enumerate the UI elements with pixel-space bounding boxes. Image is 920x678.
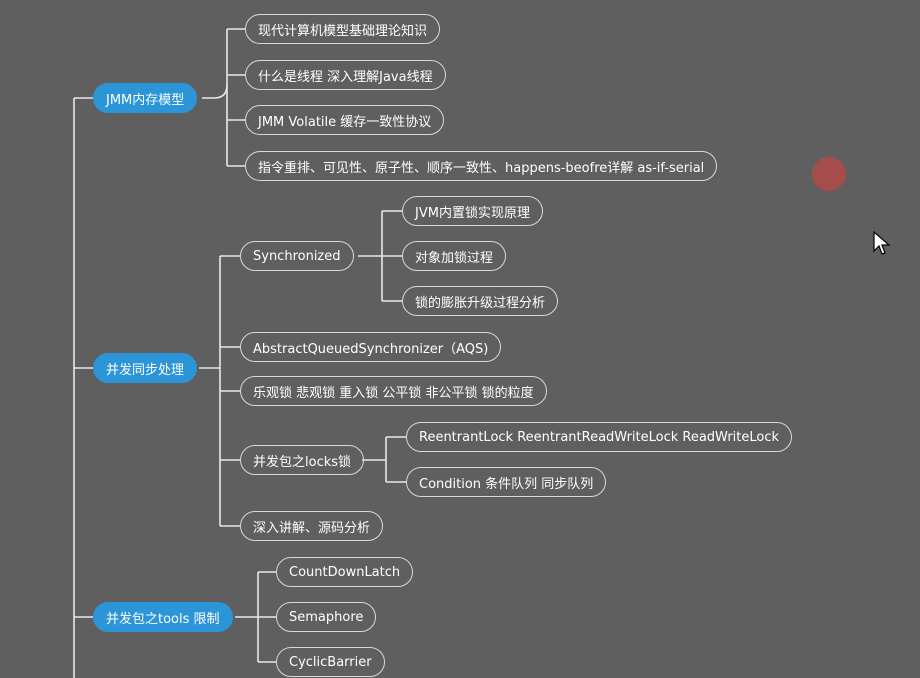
branch-label: JMM内存模型	[106, 92, 185, 108]
leaf-node[interactable]: Condition 条件队列 同步队列	[406, 467, 607, 497]
branch-node-sync[interactable]: 并发同步处理	[93, 353, 198, 383]
leaf-label: 乐观锁 悲观锁 重入锁 公平锁 非公平锁 锁的粒度	[253, 385, 534, 401]
connector-b1-trunk	[199, 256, 221, 526]
leaf-label: ReentrantLock ReentrantReadWriteLock Rea…	[419, 429, 780, 445]
leaf-label: Condition 条件队列 同步队列	[419, 476, 594, 492]
leaf-node[interactable]: 对象加锁过程	[402, 241, 507, 271]
sub-node-synchronized[interactable]: Synchronized	[240, 241, 354, 271]
leaf-node[interactable]: CyclicBarrier	[276, 647, 385, 677]
leaf-label: 深入讲解、源码分析	[253, 520, 371, 536]
leaf-node[interactable]: 现代计算机模型基础理论知识	[245, 14, 441, 44]
connector-b0-c0	[213, 28, 245, 99]
branch-node-jmm[interactable]: JMM内存模型	[93, 83, 198, 113]
mouse-cursor-icon	[873, 231, 891, 255]
leaf-node[interactable]: Semaphore	[276, 602, 377, 632]
leaf-label: Synchronized	[253, 248, 341, 264]
leaf-label: 对象加锁过程	[415, 250, 494, 266]
leaf-node[interactable]: 什么是线程 深入理解Java线程	[245, 60, 446, 90]
leaf-node[interactable]: ReentrantLock ReentrantReadWriteLock Rea…	[406, 422, 793, 452]
leaf-node[interactable]: 指令重排、可见性、原子性、顺序一致性、happens-beofre详解 as-i…	[245, 151, 718, 181]
leaf-label: Semaphore	[289, 609, 364, 625]
connector-b0-trunk	[202, 29, 228, 166]
leaf-node[interactable]: 深入讲解、源码分析	[240, 511, 384, 541]
connector-sync-trunk	[358, 211, 383, 301]
connector-locks-trunk	[362, 437, 387, 482]
leaf-label: 什么是线程 深入理解Java线程	[258, 69, 433, 85]
sub-node-locks[interactable]: 并发包之locks锁	[240, 445, 365, 475]
leaf-label: CountDownLatch	[289, 564, 401, 580]
branch-node-tools[interactable]: 并发包之tools 限制	[93, 602, 233, 632]
connector-b2-trunk	[235, 572, 259, 662]
leaf-node[interactable]: AbstractQueuedSynchronizer（AQS)	[240, 332, 502, 362]
leaf-node[interactable]: JMM Volatile 缓存一致性协议	[245, 105, 445, 135]
leaf-label: 指令重排、可见性、原子性、顺序一致性、happens-beofre详解 as-i…	[258, 160, 705, 176]
leaf-label: 现代计算机模型基础理论知识	[258, 23, 428, 39]
leaf-label: JVM内置锁实现原理	[415, 205, 530, 221]
branch-label: 并发同步处理	[106, 362, 185, 378]
branch-label: 并发包之tools 限制	[106, 611, 220, 627]
laser-pointer-dot	[812, 157, 846, 191]
leaf-label: CyclicBarrier	[289, 654, 372, 670]
leaf-label: JMM Volatile 缓存一致性协议	[258, 114, 432, 130]
leaf-node[interactable]: CountDownLatch	[276, 557, 414, 587]
leaf-label: 锁的膨胀升级过程分析	[415, 295, 546, 311]
leaf-node[interactable]: 乐观锁 悲观锁 重入锁 公平锁 非公平锁 锁的粒度	[240, 376, 547, 406]
leaf-node[interactable]: 锁的膨胀升级过程分析	[402, 286, 559, 316]
leaf-label: AbstractQueuedSynchronizer（AQS)	[253, 341, 489, 357]
leaf-node[interactable]: JVM内置锁实现原理	[402, 196, 543, 226]
leaf-label: 并发包之locks锁	[253, 454, 352, 470]
